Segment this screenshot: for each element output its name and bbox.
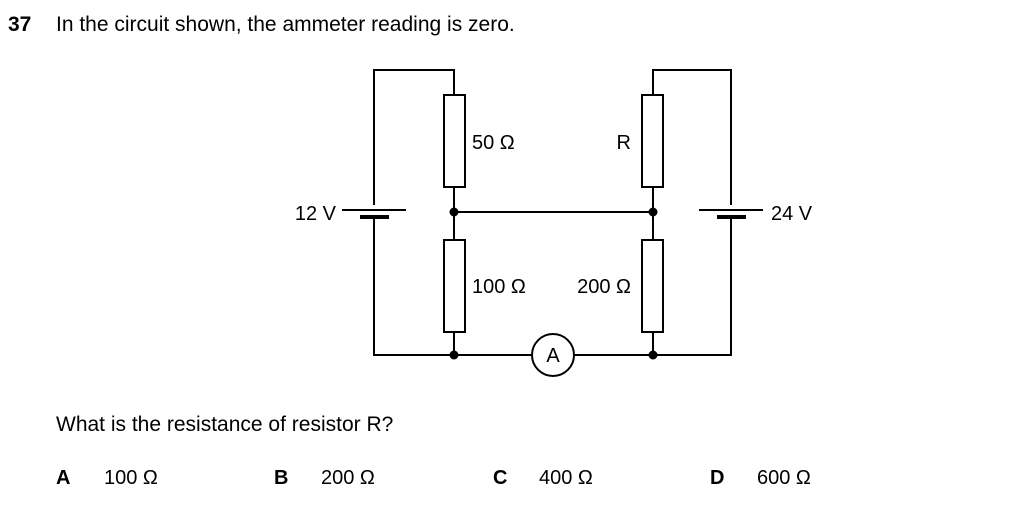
resistor-bottom-right-label: 200 Ω [577, 276, 631, 298]
wire-left-bottom [373, 212, 455, 356]
cell-right [699, 205, 763, 219]
option-b-letter[interactable]: B [274, 467, 289, 489]
question-prompt: What is the resistance of resistor R? [56, 413, 394, 436]
question-number: 37 [8, 13, 32, 36]
resistor-top-right [641, 94, 664, 188]
cell-left [342, 205, 406, 219]
option-a-letter[interactable]: A [56, 467, 71, 489]
junction-left-bottom [449, 350, 459, 360]
option-c-letter[interactable]: C [493, 467, 508, 489]
option-a-value[interactable]: 100 Ω [104, 467, 158, 489]
option-d-letter[interactable]: D [710, 467, 725, 489]
resistor-top-left [443, 94, 466, 188]
junction-right-middle [648, 207, 658, 217]
question-stem: In the circuit shown, the ammeter readin… [56, 13, 515, 36]
wire-left-top [373, 69, 455, 212]
ammeter-label: A [546, 345, 560, 367]
junction-left-middle [449, 207, 459, 217]
junction-right-bottom [648, 350, 658, 360]
resistor-top-left-label: 50 Ω [472, 132, 515, 154]
option-d-value[interactable]: 600 Ω [757, 467, 811, 489]
left-cell-label: 12 V [295, 203, 337, 225]
resistor-top-right-label: R [617, 132, 631, 154]
ammeter [531, 333, 575, 377]
resistor-bottom-left-label: 100 Ω [472, 276, 526, 298]
resistor-bottom-right [641, 239, 664, 333]
option-c-value[interactable]: 400 Ω [539, 467, 593, 489]
right-cell-label: 24 V [771, 203, 813, 225]
resistor-bottom-left [443, 239, 466, 333]
option-b-value[interactable]: 200 Ω [321, 467, 375, 489]
